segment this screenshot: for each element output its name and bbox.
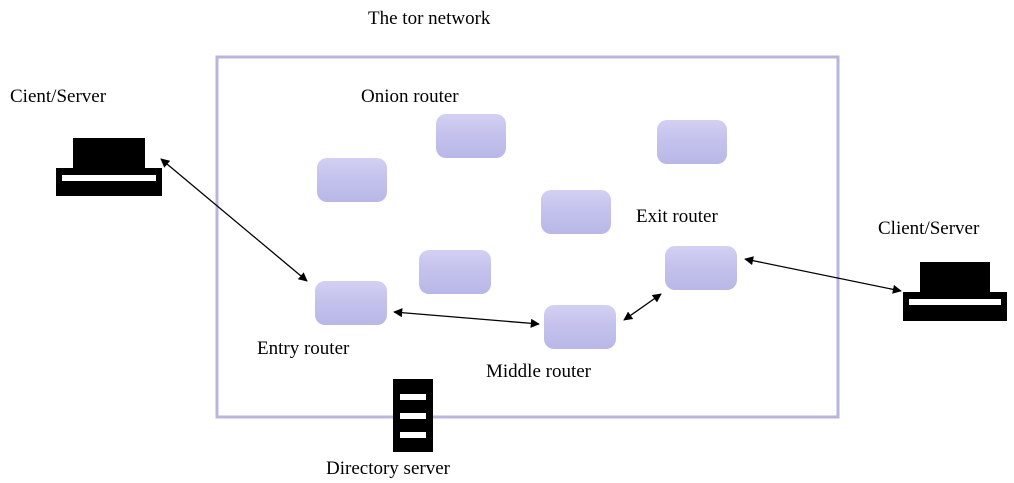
entry-router-label: Entry router [257,338,350,359]
arrow-left-client-to-entry [160,158,308,282]
middle-router-node [544,305,616,349]
directory-server-label: Directory server [326,458,450,479]
onion-router-node [317,158,387,202]
right-client-computer-icon [903,262,1007,321]
onion-router-node [541,190,611,234]
onion-router-label: Onion router [361,86,459,107]
onion-router-node [419,250,491,294]
exit-router-node [665,246,737,290]
exit-router-label: Exit router [636,206,718,227]
network-title: The tor network [368,8,491,29]
onion-router-node [436,114,506,158]
arrow-middle-to-exit [623,293,662,321]
right-client-label: Client/Server [878,218,980,239]
onion-router-node [657,120,727,164]
directory-server-icon [393,379,433,452]
left-client-computer-icon [56,138,162,196]
arrow-entry-to-middle [393,308,540,328]
entry-router-node [315,281,387,325]
left-client-label: Cient/Server [10,86,107,107]
middle-router-label: Middle router [486,361,592,382]
arrow-exit-to-right-client [744,256,902,294]
